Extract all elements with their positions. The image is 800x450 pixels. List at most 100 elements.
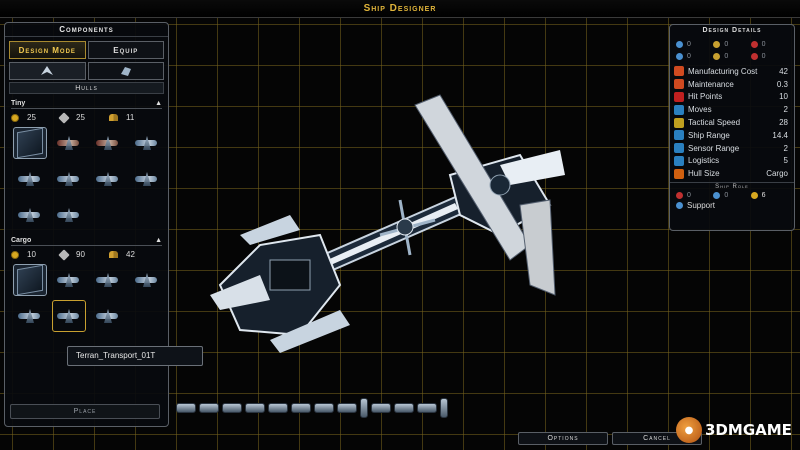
ship-icon (95, 273, 121, 287)
hull-item[interactable] (130, 163, 164, 195)
weapon-missile-icon (713, 41, 721, 48)
hull-item[interactable] (91, 300, 125, 332)
part-item[interactable] (314, 403, 334, 413)
watermark-text: 3DMGAME (705, 421, 792, 439)
hull-item[interactable] (52, 163, 86, 195)
hull-item[interactable] (52, 127, 86, 159)
slot-value: 0 (724, 41, 729, 48)
hull-item[interactable] (13, 264, 47, 296)
options-button[interactable]: Options (518, 432, 608, 445)
section-title: Tiny (11, 100, 26, 107)
ship-icon (134, 273, 160, 287)
hammer-icon (674, 66, 684, 77)
weapon-kinetic-icon (750, 41, 758, 48)
part-item[interactable] (360, 398, 368, 418)
section-tiny-header[interactable]: Tiny ▲ (11, 99, 162, 109)
attack-icon (676, 192, 683, 200)
hull-tab-icon (41, 66, 54, 75)
slot-pd: 0 (750, 51, 788, 62)
part-item[interactable] (176, 403, 196, 413)
weapon-beam-icon (676, 41, 683, 48)
section-title: Cargo (11, 237, 32, 244)
speed-icon (674, 117, 684, 128)
tab-parts[interactable] (87, 62, 164, 80)
ship-role: Support (676, 201, 794, 210)
components-header: Components (5, 23, 168, 37)
ship-icon (56, 273, 82, 287)
part-item[interactable] (268, 403, 288, 413)
part-item[interactable] (291, 403, 311, 413)
crew-icon (109, 114, 118, 121)
collapse-icon[interactable]: ▲ (155, 237, 162, 244)
coin-icon (11, 250, 19, 259)
gear-icon (58, 111, 70, 124)
ship-icon (56, 172, 82, 186)
ship-icon (17, 309, 43, 323)
hull-item[interactable] (13, 127, 47, 159)
design-details-header: Design Details (702, 27, 762, 34)
hulls-label: Hulls (9, 82, 164, 94)
section-cargo-header[interactable]: Cargo ▲ (11, 236, 162, 246)
role-value: 0 (687, 192, 691, 200)
slot-value: 0 (724, 53, 729, 60)
cost-value: 25 (76, 113, 85, 122)
hull-item[interactable] (13, 199, 47, 231)
hull-item[interactable] (130, 264, 164, 296)
wrench-icon (674, 79, 684, 90)
hull-item[interactable] (52, 199, 86, 231)
ship-model[interactable] (200, 85, 580, 365)
ship-icon (134, 136, 160, 150)
cost-value: 90 (76, 250, 85, 259)
moves-icon (674, 104, 684, 115)
tab-hulls[interactable] (9, 62, 86, 80)
place-button[interactable]: Place (10, 404, 160, 419)
ship-icon (56, 309, 82, 323)
hull-item[interactable] (13, 300, 47, 332)
parts-tab-icon (120, 67, 131, 76)
logistics-icon (674, 155, 684, 166)
ship-icon (134, 172, 160, 186)
tiny-hull-grid (13, 127, 168, 231)
part-item[interactable] (245, 403, 265, 413)
hull-item[interactable] (52, 264, 86, 296)
design-mode-button[interactable]: Design Mode (9, 41, 86, 59)
slot-value: 0 (761, 41, 766, 48)
parts-strip (176, 397, 490, 419)
gear-icon (58, 248, 70, 261)
part-item[interactable] (222, 403, 242, 413)
hull-size-icon (674, 168, 684, 179)
mode-tabs: Design Mode Equip (9, 41, 164, 59)
cost-value: 11 (126, 113, 135, 122)
role-icon (676, 202, 683, 210)
hull-item[interactable] (91, 127, 125, 159)
hull-item[interactable] (91, 163, 125, 195)
part-item[interactable] (371, 403, 391, 413)
ship-role-header: Ship Role (670, 182, 794, 190)
hull-item-selected[interactable] (52, 300, 86, 332)
slot-armor: 0 (713, 51, 750, 62)
hull-box-icon (17, 127, 43, 159)
part-item[interactable] (394, 403, 414, 413)
part-item[interactable] (337, 403, 357, 413)
pd-icon (750, 53, 758, 60)
part-item[interactable] (199, 403, 219, 413)
equip-button[interactable]: Equip (87, 41, 164, 59)
components-panel: Components Design Mode Equip Hulls Tiny … (4, 22, 169, 427)
support-icon (750, 192, 758, 200)
hull-item[interactable] (91, 264, 125, 296)
part-item[interactable] (440, 398, 448, 418)
hull-item[interactable] (13, 163, 47, 195)
part-item[interactable] (417, 403, 437, 413)
crew-icon (109, 251, 118, 258)
slot-beam: 0 (676, 39, 713, 50)
cost-value: 25 (27, 113, 36, 122)
weapon-slot-grid: 0 0 0 0 0 0 (676, 39, 788, 62)
hull-item[interactable] (130, 127, 164, 159)
collapse-icon[interactable]: ▲ (155, 100, 162, 107)
coin-icon (11, 113, 19, 122)
